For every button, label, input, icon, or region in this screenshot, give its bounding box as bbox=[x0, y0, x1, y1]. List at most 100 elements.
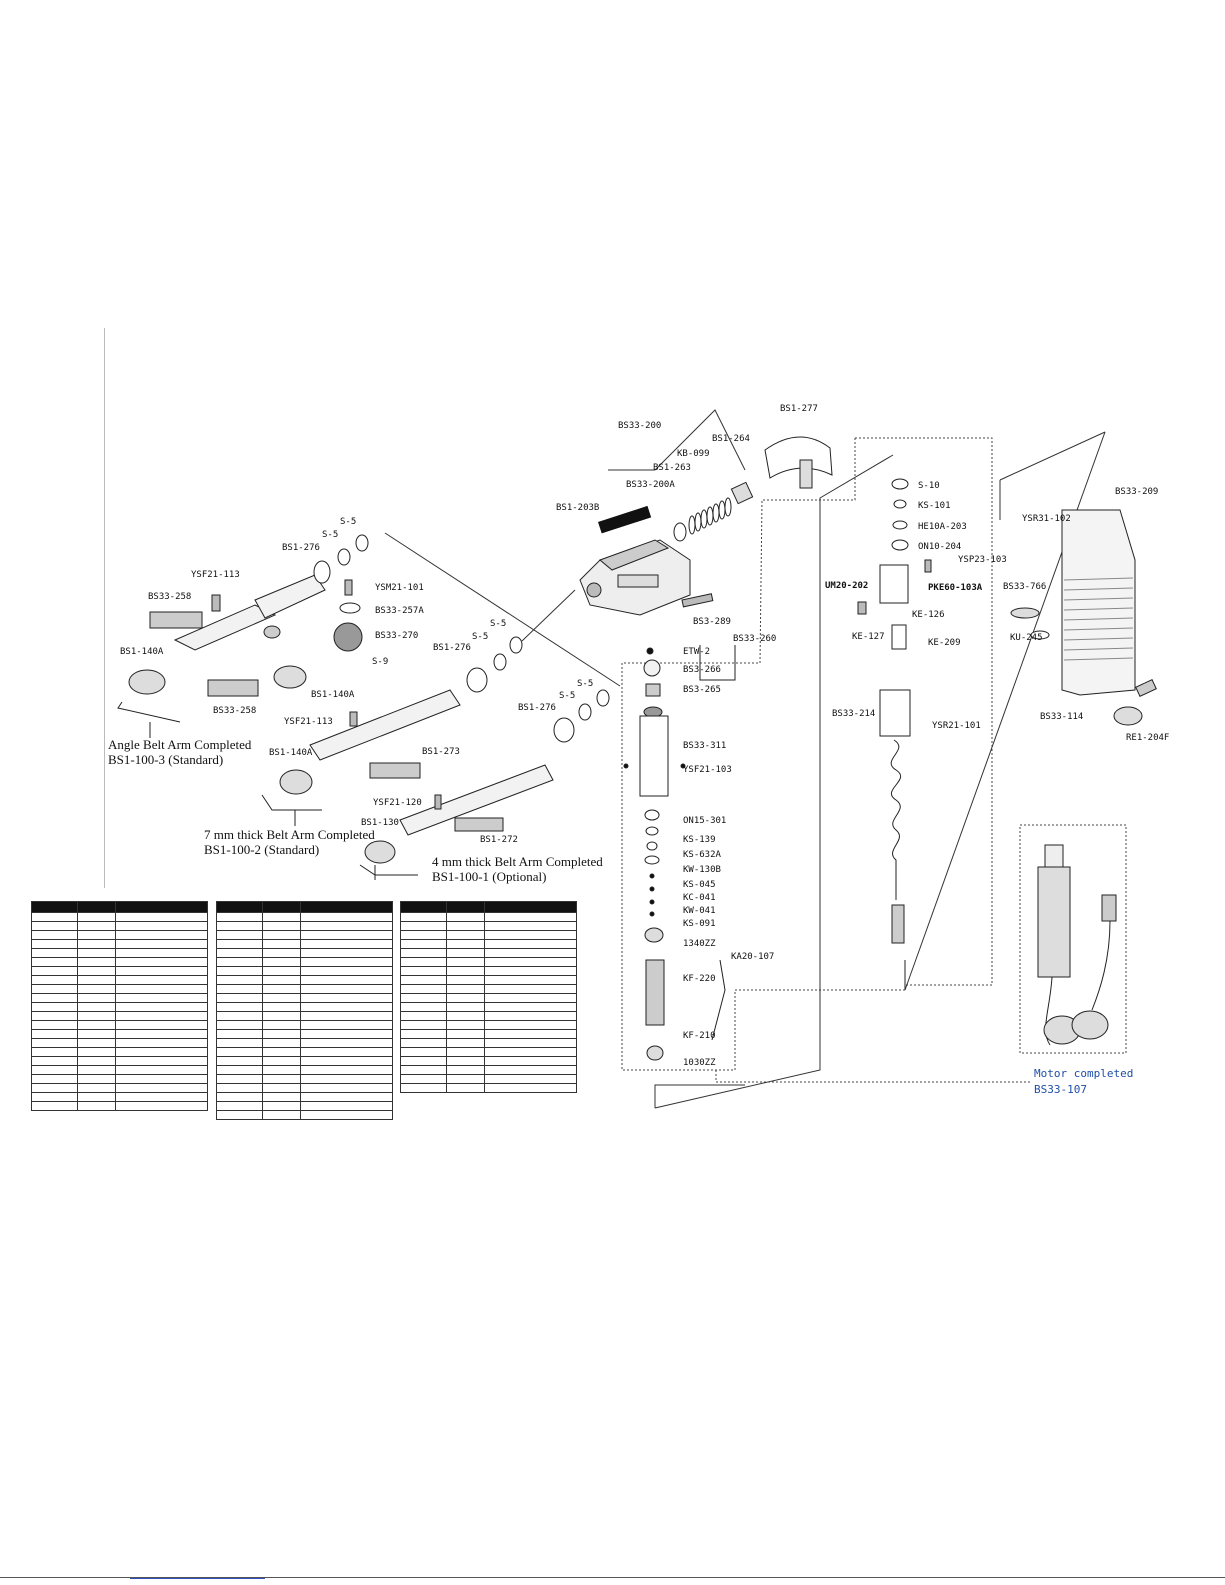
label-bs33-114: BS33-114 bbox=[1040, 712, 1083, 722]
label-bs1-272: BS1-272 bbox=[480, 835, 518, 845]
table-row bbox=[216, 1020, 393, 1030]
table-row bbox=[31, 912, 208, 922]
label-bs33-270: BS33-270 bbox=[375, 631, 418, 641]
table-row bbox=[400, 1074, 577, 1084]
table-row bbox=[216, 1056, 393, 1066]
page-bottom-rule bbox=[0, 1577, 1225, 1578]
table-row bbox=[216, 957, 393, 967]
label-kw-041: KW-041 bbox=[683, 906, 716, 916]
label-s5-e: S-5 bbox=[559, 691, 575, 701]
label-on10-204: ON10-204 bbox=[918, 542, 961, 552]
angle-belt-arm bbox=[128, 534, 369, 697]
table-row bbox=[31, 930, 208, 940]
caption-4mm-code: BS1-100-1 (Optional) bbox=[432, 869, 546, 884]
table-row bbox=[31, 1083, 208, 1093]
label-s9: S-9 bbox=[372, 657, 388, 667]
table-row bbox=[31, 1002, 208, 1012]
table-row bbox=[400, 1038, 577, 1048]
group-frames bbox=[621, 437, 1127, 1083]
label-bs33-258-top: BS33-258 bbox=[148, 592, 191, 602]
label-bs3-289: BS3-289 bbox=[693, 617, 731, 627]
label-bs1-276-mid: BS1-276 bbox=[433, 643, 471, 653]
table-row bbox=[31, 1029, 208, 1039]
label-s5-c: S-5 bbox=[472, 632, 488, 642]
table-row bbox=[216, 1011, 393, 1021]
label-bs33-258-bot: BS33-258 bbox=[213, 706, 256, 716]
table-row bbox=[400, 1047, 577, 1057]
parts-table-2 bbox=[216, 901, 393, 1120]
caption-motor-code: BS33-107 bbox=[1034, 1083, 1087, 1096]
label-ke-209: KE-209 bbox=[928, 638, 961, 648]
table-row bbox=[400, 1056, 577, 1066]
label-ysf21-120: YSF21-120 bbox=[373, 798, 422, 808]
table-row bbox=[216, 1074, 393, 1084]
table-row bbox=[216, 1083, 393, 1093]
table-row bbox=[400, 975, 577, 985]
label-pke60-103a: PKE60-103A bbox=[928, 583, 983, 593]
caption-7mm-title: 7 mm thick Belt Arm Completed bbox=[204, 827, 375, 842]
label-bs1-140a-left: BS1-140A bbox=[120, 647, 164, 657]
label-1030zz: 1030ZZ bbox=[683, 1058, 716, 1068]
table-row bbox=[400, 921, 577, 931]
table-row bbox=[216, 1002, 393, 1012]
table-row bbox=[400, 993, 577, 1003]
caption-angle-code: BS1-100-3 (Standard) bbox=[108, 752, 223, 767]
nameplate-label bbox=[598, 505, 652, 534]
handle-sleeve bbox=[1010, 509, 1157, 726]
label-ku-245: KU-245 bbox=[1010, 633, 1043, 643]
label-ks-091: KS-091 bbox=[683, 919, 716, 929]
table-row bbox=[31, 1092, 208, 1102]
table-row bbox=[31, 939, 208, 949]
table-row bbox=[31, 1047, 208, 1057]
label-bs1-130: BS1-130 bbox=[361, 818, 399, 828]
table-row bbox=[400, 1020, 577, 1030]
label-bs33-214: BS33-214 bbox=[832, 709, 875, 719]
parts-table-3 bbox=[400, 901, 577, 1093]
motor-completed-illustration bbox=[1037, 844, 1117, 1046]
parts-table-1 bbox=[31, 901, 208, 1111]
motor-stack bbox=[623, 647, 686, 1061]
assembly-captions: Angle Belt Arm Completed BS1-100-3 (Stan… bbox=[108, 737, 1133, 1096]
table-row bbox=[400, 912, 577, 922]
table-row bbox=[216, 1092, 393, 1102]
table-row bbox=[400, 1065, 577, 1075]
table-row bbox=[216, 1038, 393, 1048]
label-etw-2: ETW-2 bbox=[683, 647, 710, 657]
table-row bbox=[216, 912, 393, 922]
table-row bbox=[400, 984, 577, 994]
label-um20-202: UM20-202 bbox=[825, 581, 868, 591]
cord-assembly bbox=[857, 478, 932, 944]
table-row bbox=[216, 930, 393, 940]
table-row bbox=[400, 1029, 577, 1039]
label-ks-045: KS-045 bbox=[683, 880, 716, 890]
label-bs33-311: BS33-311 bbox=[683, 741, 726, 751]
label-ysm21-101: YSM21-101 bbox=[375, 583, 424, 593]
label-ks-101: KS-101 bbox=[918, 501, 951, 511]
label-s5-d: S-5 bbox=[490, 619, 506, 629]
label-ysf21-113-top: YSF21-113 bbox=[191, 570, 240, 580]
table-header-row bbox=[216, 901, 393, 913]
label-bs1-276-top: BS1-276 bbox=[282, 543, 320, 553]
label-ks-139: KS-139 bbox=[683, 835, 716, 845]
label-kb-099: KB-099 bbox=[677, 449, 710, 459]
table-row bbox=[31, 1020, 208, 1030]
part-labels: BS33-200 BS1-277 BS1-264 KB-099 BS1-263 … bbox=[120, 404, 1169, 1068]
table-row bbox=[216, 939, 393, 949]
table-row bbox=[31, 966, 208, 976]
label-ysr21-101: YSR21-101 bbox=[932, 721, 981, 731]
table-row bbox=[31, 1011, 208, 1021]
caption-angle-title: Angle Belt Arm Completed bbox=[108, 737, 252, 752]
table-row bbox=[400, 948, 577, 958]
table-row bbox=[216, 921, 393, 931]
table-row bbox=[400, 1002, 577, 1012]
label-ysp23-103: YSP23-103 bbox=[958, 555, 1007, 565]
label-bs1-263: BS1-263 bbox=[653, 463, 691, 473]
label-bs1-140a-mid: BS1-140A bbox=[311, 690, 355, 700]
caption-brackets bbox=[117, 645, 736, 880]
label-kf-210: KF-210 bbox=[683, 1031, 716, 1041]
table-row bbox=[216, 1101, 393, 1111]
footer-link-underline[interactable] bbox=[130, 1578, 265, 1579]
label-bs3-266: BS3-266 bbox=[683, 665, 721, 675]
table-row bbox=[216, 1047, 393, 1057]
table-row bbox=[31, 1101, 208, 1111]
